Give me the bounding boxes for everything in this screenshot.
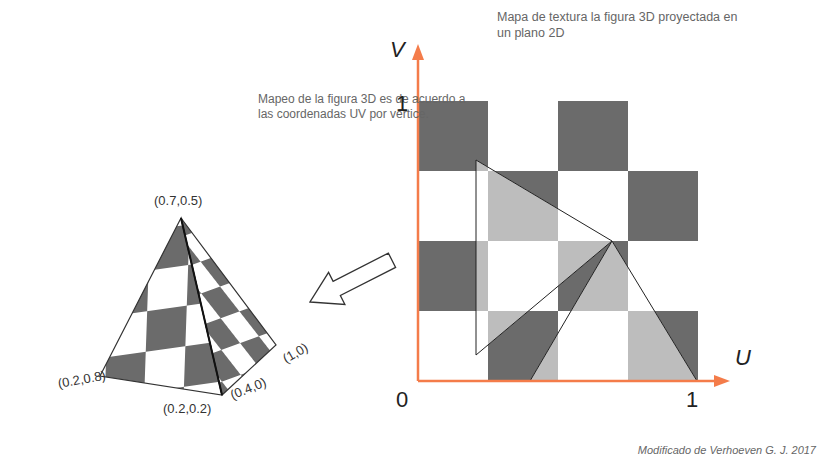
uv-island-b: [418, 101, 698, 381]
axis-tick: 0: [396, 386, 408, 414]
note-text: Mapeo de la figura 3D es de acuerdo a la…: [258, 92, 468, 122]
vertex-uv-label: (0.2,0.2): [163, 401, 211, 417]
uv-triangle-outline: [530, 241, 697, 381]
axis-label: V: [390, 36, 405, 64]
uv-triangle-outline: [476, 160, 612, 355]
axis-label: U: [735, 344, 751, 372]
caption-text: Modificado de Verhoeven G. J. 2017: [638, 444, 816, 458]
vertex-uv-label: (1,0): [280, 340, 311, 367]
axis-tick: 1: [396, 90, 408, 118]
vertex-uv-label: (0.7,0.5): [154, 193, 202, 209]
vertex-uv-label: (0.2,0.8): [57, 368, 108, 392]
hollow-arrow: [302, 244, 400, 318]
checker-texture: [418, 101, 698, 381]
note-text: Mapa de textura la figura 3D proyectada …: [497, 10, 747, 41]
pyramid-figure: [90, 210, 290, 410]
axis-tick: 1: [686, 386, 698, 414]
uv-island-a: [418, 101, 698, 381]
